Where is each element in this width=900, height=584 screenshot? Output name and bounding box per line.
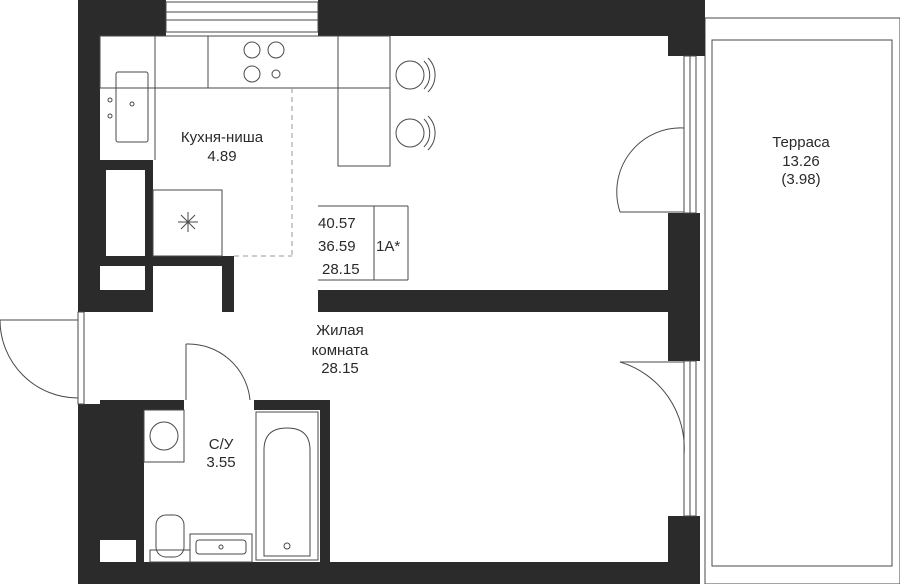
bathroom-area: 3.55 — [206, 454, 235, 471]
kitchen-area: 4.89 — [207, 148, 236, 165]
entrance-door — [0, 311, 85, 405]
balcony-door-lower — [619, 360, 697, 517]
washing-machine-icon — [149, 421, 179, 451]
living-room-area: 28.15 — [321, 360, 359, 377]
bathroom-label: С/У — [209, 436, 234, 453]
interior-walls — [78, 160, 668, 562]
terrace-area-note: (3.98) — [781, 171, 820, 188]
terrace-area: 13.26 — [782, 153, 820, 170]
stool-icon — [395, 115, 436, 151]
living-room-label-line2: комната — [312, 342, 369, 359]
area-summary: 40.57 36.59 28.15 1А* — [318, 205, 409, 281]
bar-counter — [337, 35, 436, 167]
stool-icon — [395, 57, 436, 93]
bathtub-icon — [255, 411, 319, 561]
balcony-door-upper — [616, 55, 697, 214]
terrace — [704, 17, 900, 584]
bathroom-door — [185, 343, 251, 401]
apartment-type: 1А* — [376, 238, 400, 255]
living-room-label-line1: Жилая — [316, 322, 363, 339]
ventilation-icon — [178, 212, 198, 232]
living-area: 28.15 — [322, 261, 360, 278]
toilet-icon — [149, 514, 191, 563]
washbasin-icon — [189, 533, 253, 563]
bathroom-fixtures — [143, 409, 319, 563]
terrace-label: Терраса — [772, 134, 830, 151]
area-without-terrace: 36.59 — [318, 238, 356, 255]
total-area: 40.57 — [318, 215, 356, 232]
outer-walls — [78, 0, 705, 584]
room-labels: Кухня-ниша 4.89 Жилая комната 28.15 С/У … — [181, 129, 831, 471]
stove-burner-icon — [243, 41, 261, 59]
kitchen-label: Кухня-ниша — [181, 129, 264, 146]
window-top — [165, 1, 319, 33]
kitchen-counter — [99, 35, 339, 257]
